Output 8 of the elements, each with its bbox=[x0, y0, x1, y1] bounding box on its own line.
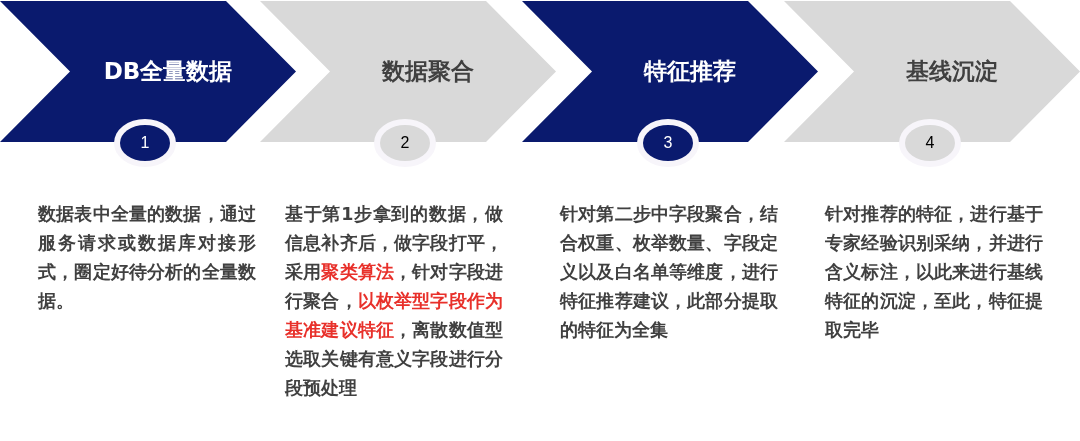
step-title: 基线沉淀 bbox=[906, 57, 998, 86]
step-description: 数据表中全量的数据，通过服务请求或数据库对接形式，圈定好待分析的全量数据。 bbox=[38, 203, 256, 313]
step-description: 基于第1步拿到的数据，做信息补齐后，做字段打平，采用聚类算法，针对字段进行聚合，以枚举型字段作为基准建议特征，离散数值型选取关键有意义字段进行分段预处理 bbox=[285, 203, 503, 400]
step-description: 针对第二步中字段聚合，结合权重、枚举数量、字段定义以及白名单等维度，进行特征推荐建议，此部分提取的特征为全集 bbox=[560, 203, 778, 342]
step-title: 数据聚合 bbox=[382, 57, 474, 86]
step-description: 针对推荐的特征，进行基于专家经验识别采纳，并进行含义标注，以此来进行基线特征的沉淀，至此，特征提取完毕 bbox=[825, 203, 1043, 342]
step-title: 特征推荐 bbox=[644, 57, 736, 86]
step-title: DB全量数据 bbox=[103, 57, 233, 86]
